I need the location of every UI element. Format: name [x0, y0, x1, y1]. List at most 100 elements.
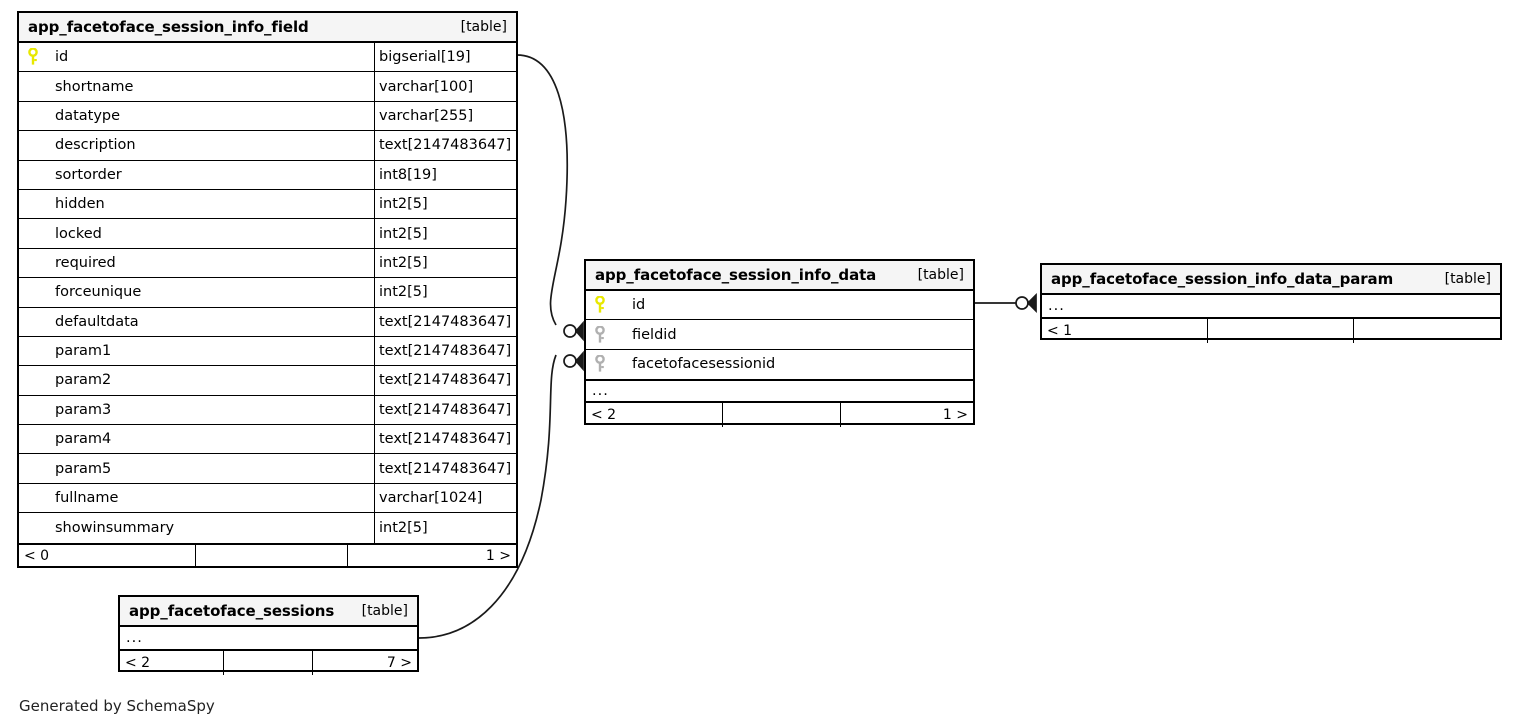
generated-by-caption: Generated by SchemaSpy [19, 697, 215, 715]
table-title-bar: app_facetoface_session_info_data [table] [586, 261, 973, 291]
column-type: text[2147483647] [374, 454, 516, 483]
column-type: text[2147483647] [374, 336, 516, 366]
column-type: varchar[100] [374, 72, 516, 101]
more-columns-indicator: ... [1042, 295, 1500, 319]
table-row[interactable]: required int2[5] [19, 248, 516, 279]
column-type: int2[5] [374, 278, 516, 307]
table-row[interactable]: facetofacesessionid [586, 350, 973, 379]
column-name-cell: description [19, 131, 374, 159]
column-name: shortname [55, 78, 134, 95]
column-name-cell: id [19, 43, 374, 71]
column-name: sortorder [55, 166, 122, 183]
column-type: int2[5] [374, 248, 516, 278]
table-row[interactable]: id bigserial[19] [19, 43, 516, 73]
edge1-crowsfoot [574, 320, 584, 342]
column-name-cell: param1 [19, 337, 374, 365]
table-node-app_facetoface_session_info_data[interactable]: app_facetoface_session_info_data [table]… [584, 259, 975, 428]
footer-parent-count: < 2 [120, 651, 224, 675]
column-name: param2 [55, 372, 112, 389]
table-footer: < 1 [1042, 319, 1500, 343]
table-type-label: [table] [917, 267, 964, 283]
table-row[interactable]: param4 text[2147483647] [19, 425, 516, 455]
column-name-cell: param5 [19, 454, 374, 482]
column-name: locked [55, 225, 102, 242]
column-name-cell: sortorder [19, 161, 374, 189]
column-name-cell: locked [19, 219, 374, 247]
table-name: app_facetoface_session_info_data_param [1051, 270, 1394, 288]
table-row[interactable]: shortname varchar[100] [19, 72, 516, 102]
column-name: id [55, 49, 69, 66]
column-type: varchar[255] [374, 101, 516, 131]
table-row[interactable]: param1 text[2147483647] [19, 336, 516, 367]
table-title-bar: app_facetoface_session_info_field [table… [19, 13, 516, 43]
footer-middle-cell [196, 544, 348, 567]
table-type-label: [table] [460, 19, 507, 35]
column-name: param1 [55, 343, 112, 360]
table-type-label: [table] [1444, 271, 1491, 287]
column-type: int8[19] [374, 160, 516, 189]
table-row[interactable]: datatype varchar[255] [19, 101, 516, 132]
table-row[interactable]: param3 text[2147483647] [19, 395, 516, 426]
edge3-crowsfoot [1026, 292, 1037, 314]
table-row[interactable]: param2 text[2147483647] [19, 366, 516, 396]
more-columns-indicator: ... [586, 379, 973, 404]
column-name: defaultdata [55, 313, 139, 330]
table-node-app_facetoface_session_info_data_param[interactable]: app_facetoface_session_info_data_param [… [1040, 263, 1502, 343]
table-row[interactable]: param5 text[2147483647] [19, 454, 516, 484]
column-type: text[2147483647] [374, 395, 516, 425]
footer-child-count: 1 > [942, 407, 968, 424]
column-name-cell: fieldid [586, 320, 973, 348]
table-name: app_facetoface_session_info_field [28, 18, 309, 36]
table-footer: < 2 1 > [586, 403, 973, 428]
column-name-cell: shortname [19, 72, 374, 100]
table-node-app_facetoface_sessions[interactable]: app_facetoface_sessions [table] ... < 2 … [118, 595, 419, 675]
table-row[interactable]: fieldid [586, 320, 973, 350]
table-name: app_facetoface_sessions [129, 602, 335, 620]
footer-middle-cell [723, 403, 841, 428]
column-name: param5 [55, 460, 112, 477]
table-footer: < 2 7 > [120, 651, 417, 675]
table-row[interactable]: hidden int2[5] [19, 189, 516, 220]
column-type: text[2147483647] [374, 425, 516, 454]
more-columns-indicator: ... [120, 627, 417, 651]
edge-data-to-param [975, 292, 1037, 314]
table-row[interactable]: description text[2147483647] [19, 131, 516, 161]
table-row[interactable]: defaultdata text[2147483647] [19, 307, 516, 337]
column-list: id bigserial[19] shortname varchar[100] … [19, 43, 516, 543]
column-list: id fieldid [586, 291, 973, 379]
column-type: varchar[1024] [374, 483, 516, 513]
primary-key-icon [592, 296, 618, 314]
column-name: description [55, 137, 136, 154]
column-name-cell: param3 [19, 396, 374, 424]
table-row[interactable]: id [586, 291, 973, 321]
column-name-cell: forceunique [19, 278, 374, 306]
column-name: param3 [55, 401, 112, 418]
footer-middle-cell [224, 651, 313, 675]
table-row[interactable]: showinsummary int2[5] [19, 513, 516, 543]
foreign-key-icon [592, 355, 618, 373]
table-title-bar: app_facetoface_sessions [table] [120, 597, 417, 627]
column-name: datatype [55, 107, 121, 124]
table-row[interactable]: locked int2[5] [19, 219, 516, 249]
column-name: required [55, 254, 116, 271]
edge1-zero-marker [563, 324, 577, 338]
column-type: int2[5] [374, 513, 516, 543]
footer-child-count: 7 > [386, 655, 412, 671]
column-type: text[2147483647] [374, 131, 516, 160]
column-type: text[2147483647] [374, 307, 516, 336]
column-name: forceunique [55, 284, 142, 301]
table-node-app_facetoface_session_info_field[interactable]: app_facetoface_session_info_field [table… [17, 11, 518, 568]
column-name-cell: param4 [19, 425, 374, 453]
column-name-cell: required [19, 249, 374, 277]
table-name: app_facetoface_session_info_data [595, 266, 877, 284]
table-row[interactable]: fullname varchar[1024] [19, 483, 516, 514]
table-row[interactable]: sortorder int8[19] [19, 160, 516, 190]
column-type: text[2147483647] [374, 366, 516, 395]
column-type: bigserial[19] [374, 43, 516, 72]
table-row[interactable]: forceunique int2[5] [19, 278, 516, 308]
table-title-bar: app_facetoface_session_info_data_param [… [1042, 265, 1500, 295]
footer-child-count [1354, 319, 1500, 343]
column-name-cell: hidden [19, 190, 374, 218]
footer-child-count: 1 > [485, 547, 511, 564]
